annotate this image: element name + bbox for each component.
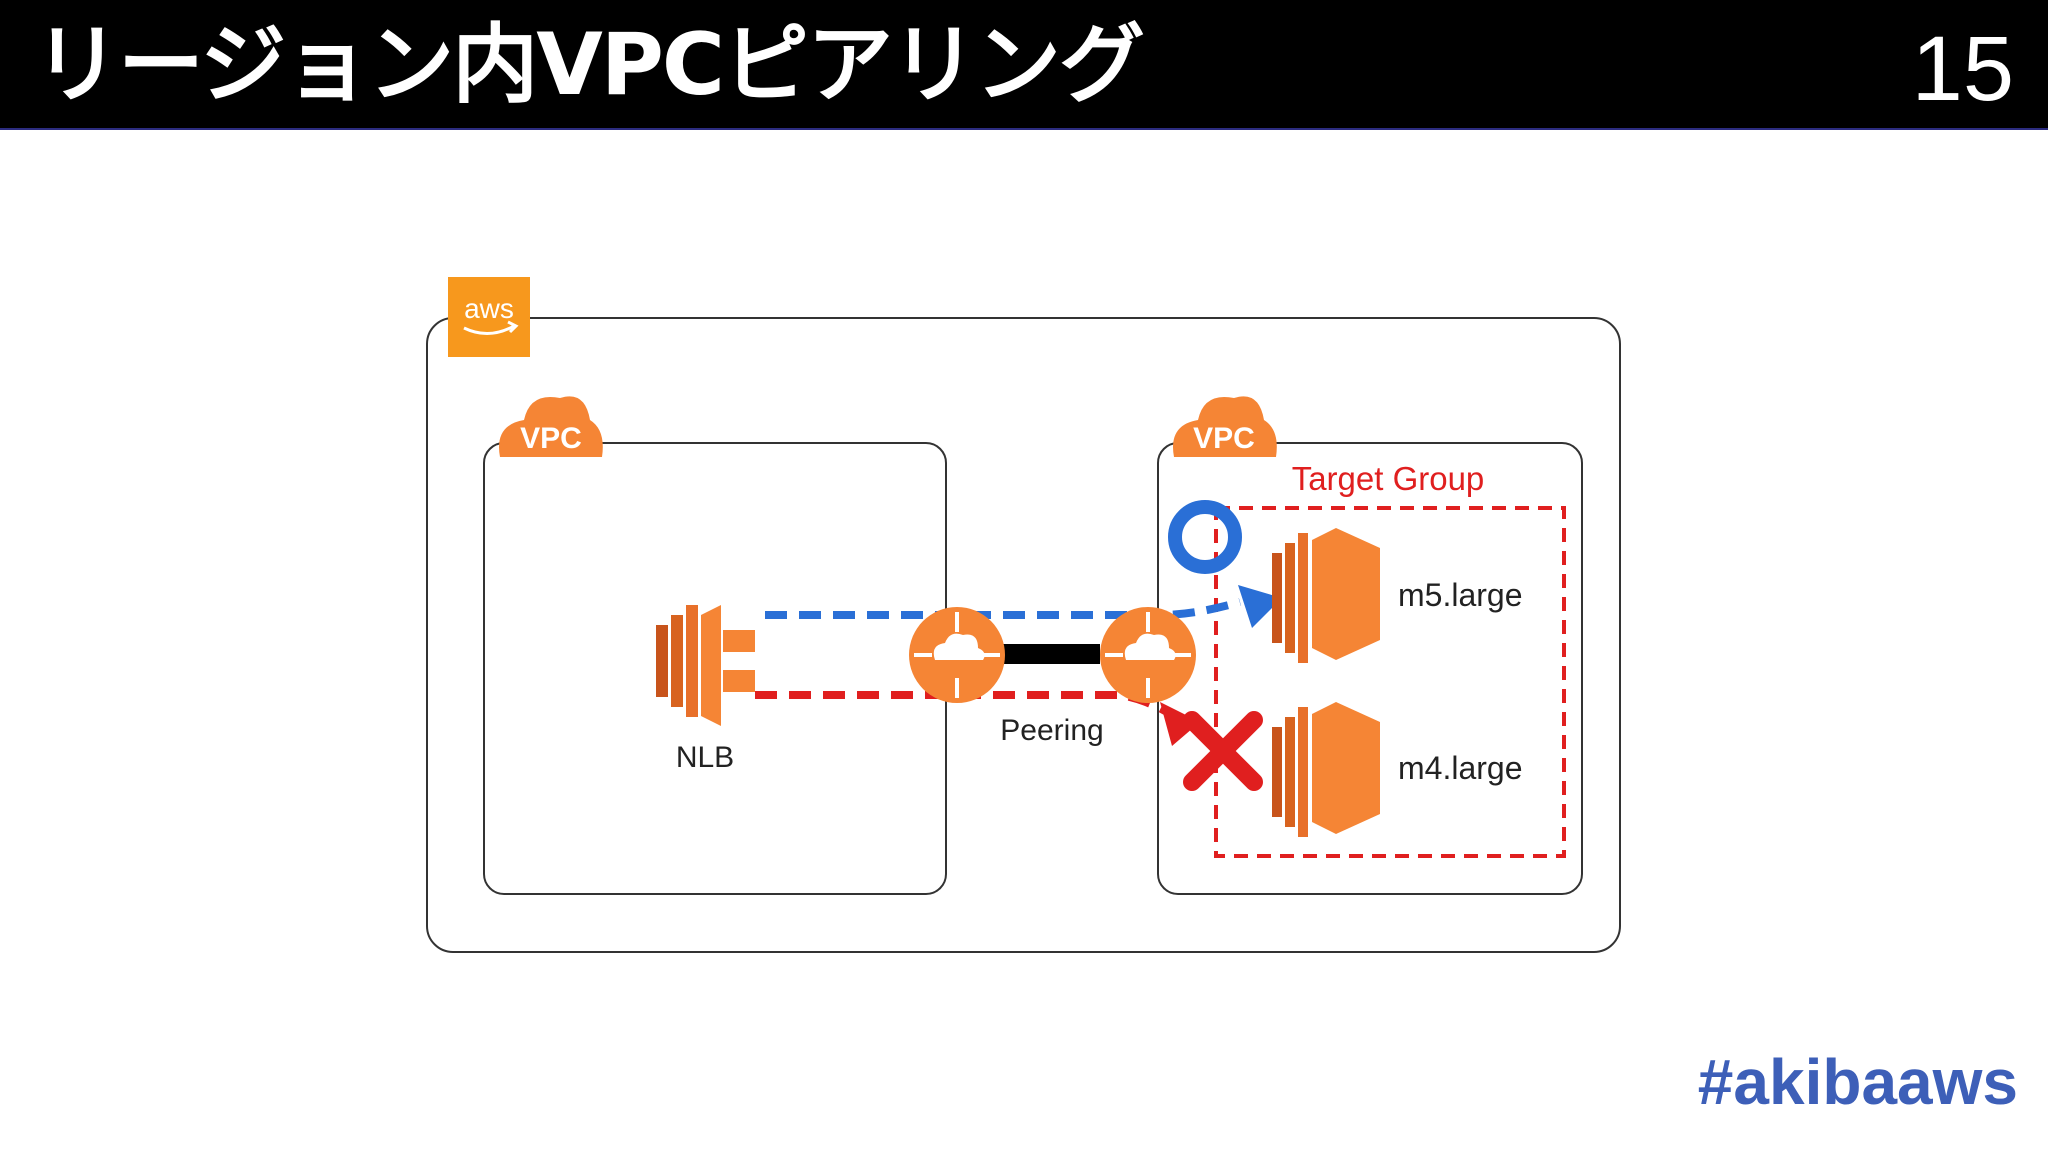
target-group-label: Target Group bbox=[1292, 460, 1485, 497]
aws-cloud-boundary bbox=[426, 317, 1621, 953]
vpc-left-label: VPC bbox=[520, 422, 582, 455]
blue-route-arrowhead bbox=[1238, 585, 1282, 628]
instance-m4-label: m4.large bbox=[1398, 750, 1523, 786]
slide-title: リージョン内VPCピアリング bbox=[34, 15, 1145, 115]
vpc-left-cloud-icon: VPC bbox=[499, 396, 603, 457]
ec2-m4-icon bbox=[1272, 702, 1380, 837]
red-route-arrowhead bbox=[1160, 702, 1200, 746]
target-group-boundary bbox=[1214, 506, 1566, 858]
blue-route-line bbox=[765, 598, 1242, 619]
failure-x-icon bbox=[1183, 711, 1263, 791]
event-hashtag: #akibaaws bbox=[1697, 1046, 2018, 1118]
router-right-icon bbox=[1100, 607, 1196, 703]
page-number: 15 bbox=[1911, 18, 2014, 120]
peering-label: Peering bbox=[1000, 714, 1103, 747]
vpc-right-label: VPC bbox=[1193, 422, 1255, 455]
router-left-icon bbox=[909, 607, 1005, 703]
nlb-label: NLB bbox=[676, 741, 734, 774]
aws-logo-text: aws bbox=[464, 293, 514, 324]
success-circle-icon bbox=[1168, 500, 1242, 574]
vpc-right-cloud-icon: VPC bbox=[1173, 396, 1277, 457]
instance-m5-label: m5.large bbox=[1398, 577, 1523, 613]
ec2-m5-icon bbox=[1272, 528, 1380, 663]
aws-logo-icon: aws bbox=[448, 277, 530, 357]
nlb-icon bbox=[656, 605, 755, 726]
slide-header: リージョン内VPCピアリング 15 bbox=[0, 0, 2048, 130]
